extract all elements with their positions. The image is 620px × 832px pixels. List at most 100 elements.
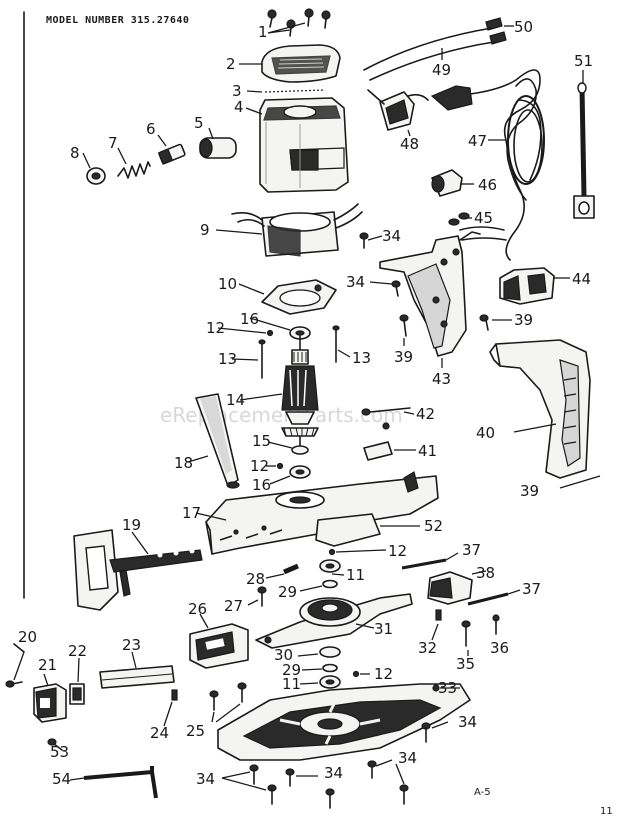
label-6: 6 bbox=[146, 120, 156, 138]
label-32: 32 bbox=[418, 639, 437, 657]
part-37-pin-upper bbox=[401, 558, 447, 570]
label-46: 46 bbox=[478, 176, 497, 194]
label-2: 2 bbox=[226, 55, 236, 73]
label-48: 48 bbox=[400, 135, 419, 153]
label-37a: 37 bbox=[462, 541, 481, 559]
label-30: 30 bbox=[274, 646, 293, 664]
part-18-lever bbox=[195, 393, 240, 489]
label-20: 20 bbox=[18, 628, 37, 646]
part-27-screw bbox=[257, 586, 267, 607]
label-42: 42 bbox=[416, 405, 435, 423]
label-35: 35 bbox=[456, 655, 475, 673]
part-48-switch-plug bbox=[367, 89, 429, 131]
label-18: 18 bbox=[174, 454, 193, 472]
part-42-screws bbox=[361, 407, 411, 430]
corner-mark: 11 bbox=[600, 806, 613, 817]
label-8: 8 bbox=[70, 144, 80, 162]
part-7-spring bbox=[117, 161, 151, 179]
label-23: 23 bbox=[122, 636, 141, 654]
label-53: 53 bbox=[50, 743, 69, 761]
label-34d: 34 bbox=[196, 770, 215, 788]
part-36-screw bbox=[492, 614, 500, 635]
label-49: 49 bbox=[432, 61, 451, 79]
label-37b: 37 bbox=[522, 580, 541, 598]
part-2-cap bbox=[261, 44, 341, 83]
part-54-hex-key bbox=[83, 766, 158, 799]
part-25-screws bbox=[209, 682, 247, 711]
label-38: 38 bbox=[476, 564, 495, 582]
part-17-gear-housing bbox=[205, 471, 439, 555]
part-20-screw bbox=[5, 680, 23, 688]
label-34a: 34 bbox=[458, 713, 477, 731]
label-1: 1 bbox=[258, 23, 268, 41]
part-49-wires bbox=[363, 27, 495, 81]
label-29a: 29 bbox=[278, 583, 297, 601]
part-39-screw-left bbox=[399, 314, 409, 337]
part-45-connector bbox=[448, 212, 470, 226]
part-14-armature bbox=[281, 335, 319, 449]
part-22-clip bbox=[69, 683, 85, 705]
part-34-screws-base bbox=[249, 722, 431, 809]
part-53-screw bbox=[47, 738, 63, 751]
label-31: 31 bbox=[374, 620, 393, 638]
label-12d: 12 bbox=[374, 665, 393, 683]
model-number-header: MODEL NUMBER 315.27640 bbox=[46, 15, 189, 26]
part-29-washer-lower bbox=[322, 663, 338, 673]
label-11a: 11 bbox=[346, 566, 365, 584]
label-47: 47 bbox=[468, 132, 487, 150]
label-44: 44 bbox=[572, 270, 591, 288]
part-31-gear-plate bbox=[255, 593, 413, 649]
label-4: 4 bbox=[234, 98, 244, 116]
label-25: 25 bbox=[186, 722, 205, 740]
part-16-bearing-top bbox=[289, 326, 311, 340]
label-21: 21 bbox=[38, 656, 57, 674]
part-labels: 1 2 3 4 5 6 7 8 9 10 16 12 13 13 14 15 1… bbox=[18, 18, 593, 788]
part-38-block bbox=[427, 571, 473, 605]
label-54: 54 bbox=[52, 770, 71, 788]
label-34c: 34 bbox=[324, 764, 343, 782]
label-26: 26 bbox=[188, 600, 207, 618]
label-17: 17 bbox=[182, 504, 201, 522]
label-43: 43 bbox=[432, 370, 451, 388]
part-47-cord bbox=[430, 69, 545, 261]
part-9-field-coil bbox=[231, 203, 363, 257]
part-29-washer bbox=[322, 579, 338, 589]
part-43-handle-half bbox=[379, 231, 481, 357]
label-45: 45 bbox=[474, 209, 493, 227]
label-34b: 34 bbox=[398, 749, 417, 767]
part-35-screw bbox=[461, 620, 471, 647]
label-34f: 34 bbox=[346, 273, 365, 291]
part-21-housing bbox=[33, 683, 67, 723]
part-19-blade-holder bbox=[73, 529, 203, 611]
part-33-base-plate bbox=[217, 683, 471, 761]
part-11-bearing bbox=[319, 559, 341, 573]
part-37-pin-lower bbox=[467, 592, 509, 606]
label-40: 40 bbox=[476, 424, 495, 442]
label-29b: 29 bbox=[282, 661, 301, 679]
label-19: 19 bbox=[122, 516, 141, 534]
part-12-washer-mid bbox=[276, 462, 284, 470]
part-40-handle bbox=[489, 339, 591, 479]
label-36: 36 bbox=[490, 639, 509, 657]
label-39a: 39 bbox=[514, 311, 533, 329]
label-33: 33 bbox=[438, 679, 457, 697]
label-39c: 39 bbox=[520, 482, 539, 500]
part-24-pin bbox=[171, 689, 178, 701]
part-23-bar bbox=[99, 665, 175, 689]
part-30-washer bbox=[319, 646, 341, 658]
label-12b: 12 bbox=[250, 457, 269, 475]
part-12-washer-lower bbox=[352, 670, 360, 678]
part-28-pin bbox=[283, 563, 299, 575]
part-50-connectors bbox=[485, 17, 507, 45]
label-51: 51 bbox=[574, 52, 593, 70]
page-code: A-5 bbox=[474, 787, 491, 798]
label-13b: 13 bbox=[352, 349, 371, 367]
label-24: 24 bbox=[150, 724, 169, 742]
label-5: 5 bbox=[194, 114, 204, 132]
part-34-screws-handle bbox=[359, 232, 401, 297]
label-22: 22 bbox=[68, 642, 87, 660]
part-5-brush-holder bbox=[199, 137, 237, 159]
label-9: 9 bbox=[200, 221, 210, 239]
